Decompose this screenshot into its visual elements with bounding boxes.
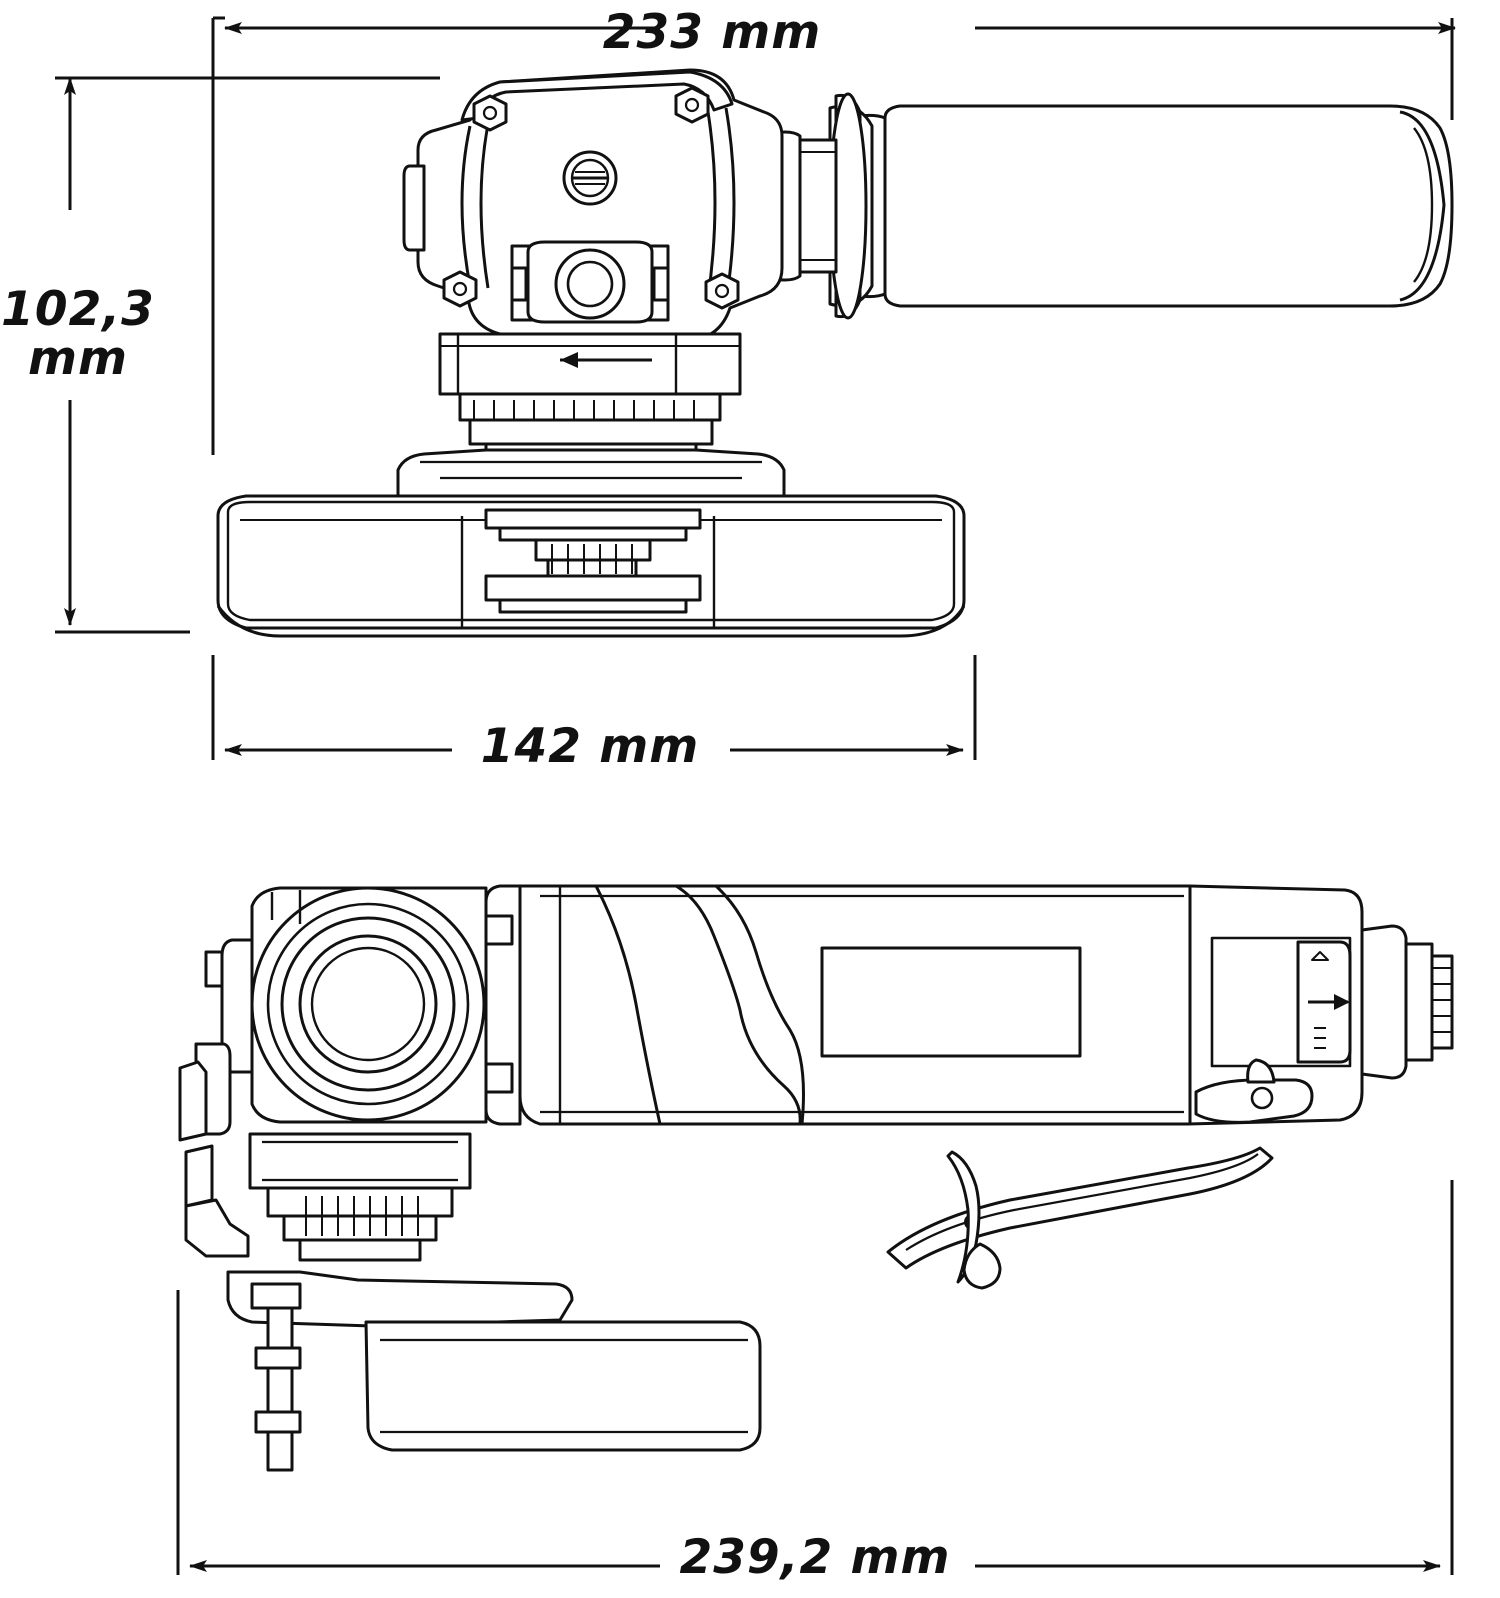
dimension-142mm	[211, 655, 977, 760]
side-view-drawing	[178, 884, 1454, 1472]
trigger-lever	[886, 1146, 1274, 1270]
air-inlet-body	[1404, 942, 1434, 1062]
air-inlet-thread	[1430, 954, 1454, 1050]
hex-bolt-group	[442, 86, 740, 310]
guard-mount	[396, 448, 786, 498]
lower-housing-block	[438, 332, 742, 396]
dimension-239-2mm	[176, 1180, 1454, 1575]
guard-side-lower	[364, 1320, 762, 1452]
hex-bolt-bottom-left	[442, 270, 478, 308]
guard-rear-ledge	[184, 1198, 250, 1258]
flange-plate-1	[458, 392, 722, 422]
dimension-102-3mm	[55, 76, 440, 634]
rotation-arrow	[560, 352, 652, 368]
left-boss	[402, 164, 426, 252]
hex-bolt-top-left	[472, 94, 508, 132]
dimension-label-overall-width: 233 mm	[602, 5, 822, 60]
dimension-label-guard-width: 142 mm	[480, 719, 700, 774]
dimension-label-overall-length: 239,2 mm	[679, 1530, 951, 1585]
rear-cap	[1360, 924, 1408, 1080]
handle-grip	[883, 104, 1454, 308]
guard-side-upper	[226, 1270, 574, 1328]
dimension-lines	[55, 16, 1456, 1575]
spec-label-plate	[820, 946, 1082, 1058]
guard-clamp-lever	[178, 1060, 208, 1142]
front-view-drawing	[216, 68, 1454, 638]
flange-plate-2	[468, 418, 714, 446]
dimension-label-overall-height: 102,3 mm	[1, 282, 155, 387]
spindle-neck	[248, 1132, 472, 1190]
spindle-bore-outer	[554, 248, 626, 320]
hex-bolt-bottom-right	[704, 272, 740, 310]
dimension-233mm	[211, 16, 1456, 455]
hex-bolt-top-right	[674, 86, 710, 124]
lock-lever	[1194, 1078, 1314, 1124]
regulator-arrow	[1308, 994, 1350, 1010]
